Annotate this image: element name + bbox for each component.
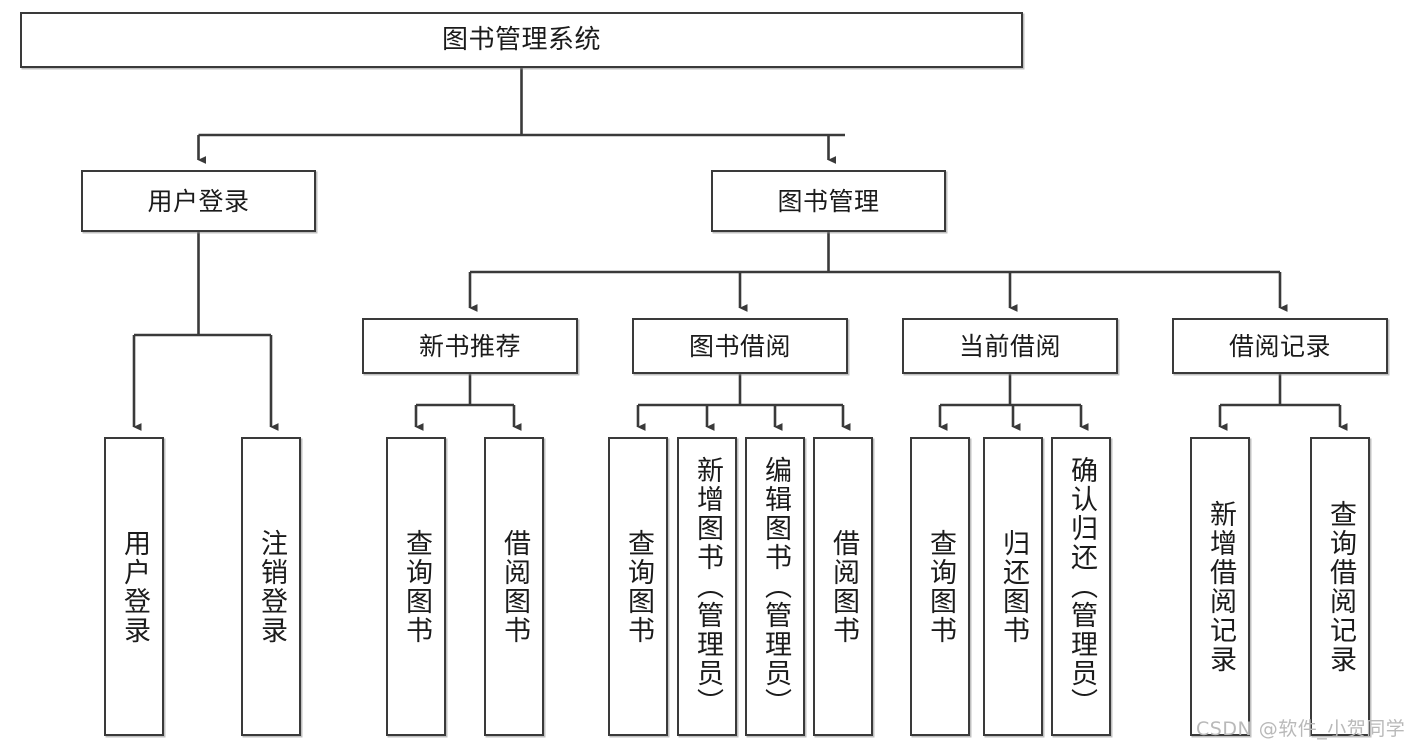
node-borrow-record[interactable]: 借阅记录 xyxy=(1172,318,1388,374)
node-leaf-borrow-book-2-label: 借阅图书 xyxy=(828,528,860,645)
node-leaf-query-book-1-label: 查询图书 xyxy=(401,528,433,645)
node-leaf-return-book-label: 归还图书 xyxy=(998,528,1030,645)
node-leaf-query-book-3-label: 查询图书 xyxy=(925,528,957,645)
node-leaf-user-login-label: 用户登录 xyxy=(119,528,151,645)
node-leaf-user-login[interactable]: 用户登录 xyxy=(104,437,164,736)
node-new-book-rec-label: 新书推荐 xyxy=(418,331,521,361)
node-leaf-borrow-book-1-label: 借阅图书 xyxy=(499,528,531,645)
node-leaf-borrow-book-1[interactable]: 借阅图书 xyxy=(484,437,544,736)
node-leaf-query-book-3[interactable]: 查询图书 xyxy=(910,437,970,736)
node-leaf-return-book[interactable]: 归还图书 xyxy=(983,437,1043,736)
node-leaf-confirm-return[interactable]: 确认归还（管理员） xyxy=(1051,437,1111,736)
node-book-manage-label: 图书管理 xyxy=(777,186,880,216)
node-leaf-add-record-label: 新增借阅记录 xyxy=(1205,499,1237,674)
node-leaf-borrow-book-2[interactable]: 借阅图书 xyxy=(813,437,873,736)
node-leaf-query-book-2[interactable]: 查询图书 xyxy=(608,437,668,736)
node-leaf-edit-book-label: 编辑图书（管理员） xyxy=(760,456,792,717)
node-leaf-add-book-label: 新增图书（管理员） xyxy=(692,456,724,717)
node-user-login-label: 用户登录 xyxy=(147,186,250,216)
node-root[interactable]: 图书管理系统 xyxy=(20,12,1023,68)
node-current-borrow[interactable]: 当前借阅 xyxy=(902,318,1118,374)
node-leaf-query-record[interactable]: 查询借阅记录 xyxy=(1310,437,1370,736)
node-leaf-add-record[interactable]: 新增借阅记录 xyxy=(1190,437,1250,736)
node-leaf-query-record-label: 查询借阅记录 xyxy=(1325,499,1357,674)
node-leaf-query-book-2-label: 查询图书 xyxy=(623,528,655,645)
node-leaf-confirm-return-label: 确认归还（管理员） xyxy=(1066,456,1098,717)
node-book-borrow[interactable]: 图书借阅 xyxy=(632,318,848,374)
node-leaf-logout-label: 注销登录 xyxy=(256,528,288,645)
csdn-watermark: CSDN @软件_小贺同学 xyxy=(1196,718,1405,740)
node-new-book-rec[interactable]: 新书推荐 xyxy=(362,318,578,374)
node-borrow-record-label: 借阅记录 xyxy=(1228,331,1331,361)
node-leaf-edit-book[interactable]: 编辑图书（管理员） xyxy=(745,437,805,736)
node-current-borrow-label: 当前借阅 xyxy=(958,331,1061,361)
node-leaf-query-book-1[interactable]: 查询图书 xyxy=(386,437,446,736)
node-root-label: 图书管理系统 xyxy=(441,25,601,55)
node-book-manage[interactable]: 图书管理 xyxy=(711,170,946,232)
node-book-borrow-label: 图书借阅 xyxy=(688,331,791,361)
node-leaf-add-book[interactable]: 新增图书（管理员） xyxy=(677,437,737,736)
node-user-login[interactable]: 用户登录 xyxy=(81,170,316,232)
node-leaf-logout[interactable]: 注销登录 xyxy=(241,437,301,736)
